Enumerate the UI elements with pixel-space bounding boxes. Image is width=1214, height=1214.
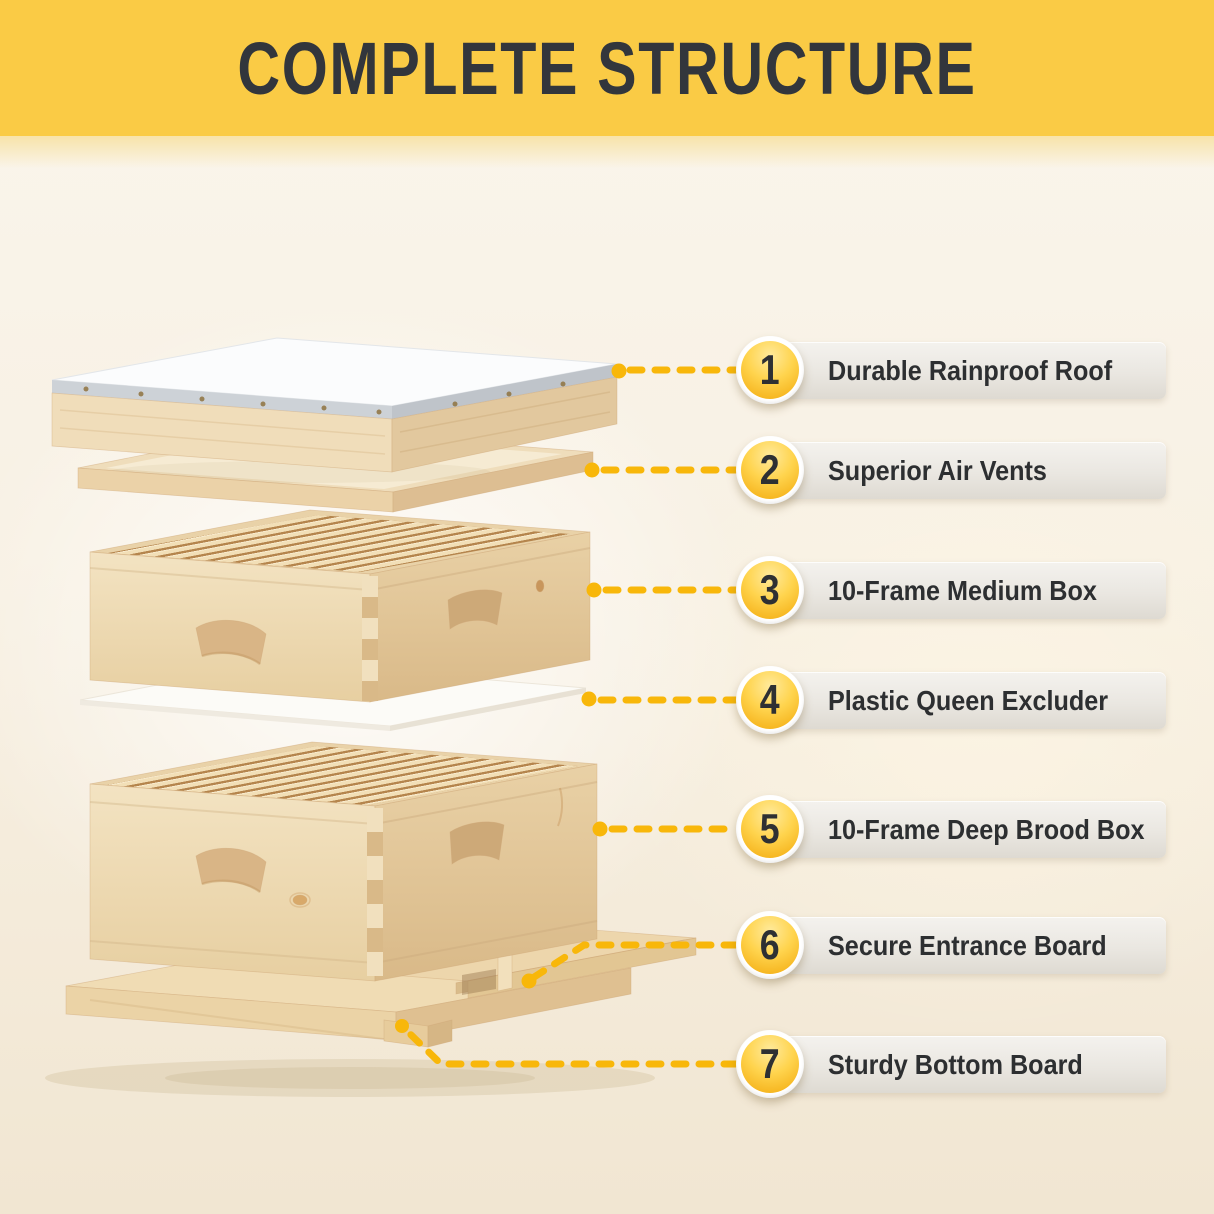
callout-number: 1 <box>760 346 780 393</box>
callout-label: Plastic Queen Excluder <box>828 685 1109 716</box>
connector-lines <box>395 363 740 1068</box>
callout-number: 5 <box>760 805 780 852</box>
callout-label-bar: Secure Entrance Board <box>766 917 1166 974</box>
connector-1 <box>611 363 740 379</box>
medium-box <box>89 509 591 703</box>
callout-number: 6 <box>760 921 780 968</box>
connector-7 <box>395 1019 740 1068</box>
callout-label-bar: 10-Frame Deep Brood Box <box>766 801 1166 858</box>
callout-number: 3 <box>760 566 780 613</box>
callout-number: 2 <box>760 446 780 493</box>
callout-number-badge: 4 <box>736 666 804 734</box>
callout-number-badge: 5 <box>736 795 804 863</box>
callout-label-bar: Sturdy Bottom Board <box>766 1036 1166 1093</box>
callout-number: 7 <box>760 1040 780 1087</box>
header-banner: COMPLETE STRUCTURE <box>0 0 1214 136</box>
callout-deep-brood-box: 10-Frame Deep Brood Box 5 <box>736 795 1166 863</box>
callout-label: 10-Frame Medium Box <box>828 575 1097 606</box>
connector-6 <box>521 941 740 989</box>
ground-shadow <box>45 1059 655 1097</box>
callout-number-badge: 3 <box>736 556 804 624</box>
connector-2 <box>584 462 740 478</box>
callout-label-bar: 10-Frame Medium Box <box>766 562 1166 619</box>
callout-number-badge: 2 <box>736 436 804 504</box>
connector-3 <box>586 582 740 598</box>
callout-number-badge: 7 <box>736 1030 804 1098</box>
callout-label: Sturdy Bottom Board <box>828 1049 1083 1080</box>
callout-queen-excluder: Plastic Queen Excluder 4 <box>736 666 1166 734</box>
connector-5 <box>592 821 740 837</box>
callout-label: Superior Air Vents <box>828 455 1047 486</box>
callout-label: 10-Frame Deep Brood Box <box>828 814 1145 845</box>
callout-number-badge: 6 <box>736 911 804 979</box>
callout-label-bar: Plastic Queen Excluder <box>766 672 1166 729</box>
callout-number-badge: 1 <box>736 336 804 404</box>
callout-label-bar: Superior Air Vents <box>766 442 1166 499</box>
callout-entrance-board: Secure Entrance Board 6 <box>736 911 1166 979</box>
deep-brood-box <box>89 741 598 982</box>
callout-air-vents: Superior Air Vents 2 <box>736 436 1166 504</box>
callout-label: Secure Entrance Board <box>828 930 1107 961</box>
callout-bottom-board: Sturdy Bottom Board 7 <box>736 1030 1166 1098</box>
callout-roof: Durable Rainproof Roof 1 <box>736 336 1166 404</box>
banner-fade <box>0 136 1214 168</box>
connector-4 <box>581 691 740 707</box>
callout-label-bar: Durable Rainproof Roof <box>766 342 1166 399</box>
rainproof-roof <box>51 337 618 473</box>
callout-medium-box: 10-Frame Medium Box 3 <box>736 556 1166 624</box>
callout-number: 4 <box>760 676 780 723</box>
roof-rivets <box>83 381 566 415</box>
page-title: COMPLETE STRUCTURE <box>237 26 977 110</box>
callout-label: Durable Rainproof Roof <box>828 355 1113 386</box>
